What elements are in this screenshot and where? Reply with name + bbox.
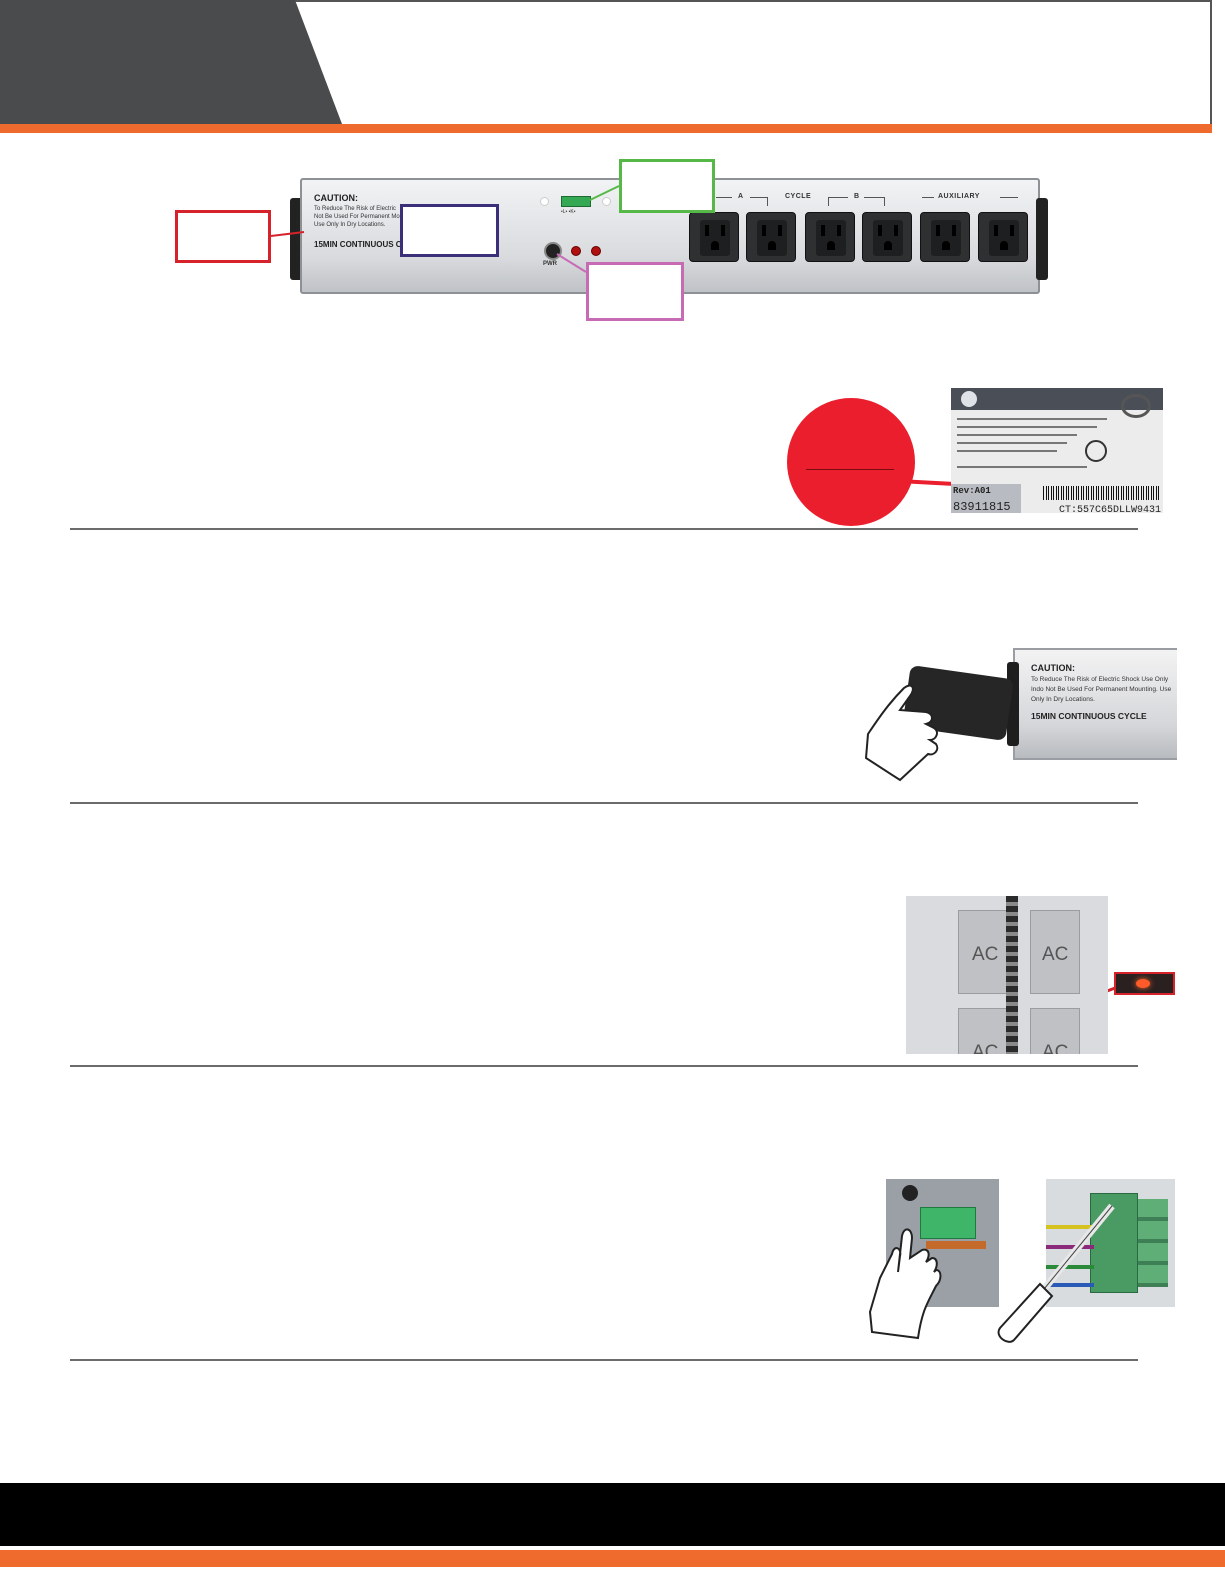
outlet-icon bbox=[978, 212, 1028, 262]
led-zoom-inset bbox=[1114, 972, 1175, 995]
wire bbox=[1046, 1225, 1094, 1229]
label-fine-print bbox=[957, 426, 1097, 428]
ce-mark-icon bbox=[1121, 394, 1151, 418]
section-divider bbox=[70, 528, 1138, 530]
callout-box-red bbox=[175, 210, 271, 263]
callout-circle-rule bbox=[806, 469, 894, 470]
callout-circle-red bbox=[787, 398, 915, 526]
label-header-band bbox=[951, 388, 1163, 410]
label-fine-print bbox=[957, 450, 1057, 452]
strip-caution-title: CAUTION: bbox=[314, 193, 358, 203]
group-aux-line bbox=[1000, 197, 1018, 198]
green-terminal bbox=[1090, 1193, 1138, 1293]
outlet-icon bbox=[689, 212, 739, 262]
mount-screw-icon bbox=[540, 197, 549, 206]
callout-box-navy bbox=[400, 204, 499, 257]
group-b-label: B bbox=[854, 193, 860, 200]
terminal-block bbox=[561, 196, 591, 207]
label-fine-print bbox=[957, 442, 1067, 444]
label-fine-print bbox=[957, 418, 1107, 420]
rack-photo: AC AC AC AC bbox=[906, 896, 1108, 1054]
rack-module bbox=[958, 910, 1008, 994]
plug-mode-label: 15MIN CONTINUOUS CYCLE bbox=[1031, 711, 1147, 721]
group-b-tick bbox=[884, 197, 885, 206]
group-b-tick bbox=[828, 197, 829, 206]
rack-ac-label: AC bbox=[1042, 944, 1069, 965]
terminal-photo-right bbox=[1046, 1179, 1175, 1307]
hand-icon bbox=[864, 684, 939, 782]
rack-ac-label: AC bbox=[1042, 1042, 1069, 1054]
section-divider bbox=[70, 1359, 1138, 1361]
rack-ac-label: AC bbox=[972, 944, 999, 965]
label-fine-print bbox=[957, 434, 1077, 436]
section-divider bbox=[70, 802, 1138, 804]
group-aux-line bbox=[922, 197, 934, 198]
indicator-led-a bbox=[571, 246, 581, 256]
plug-caution-text: To Reduce The Risk of Electric Shock Use… bbox=[1031, 676, 1172, 703]
terminal-clamps bbox=[1138, 1199, 1168, 1287]
mount-screw-icon bbox=[602, 197, 611, 206]
rack-module bbox=[1030, 910, 1080, 994]
terminal-label: •L• •K• bbox=[561, 209, 576, 215]
wire bbox=[1046, 1283, 1094, 1287]
screw-hole-icon bbox=[902, 1185, 918, 1201]
group-b-line bbox=[828, 197, 848, 198]
outlet-icon bbox=[746, 212, 796, 262]
plug-caution-title: CAUTION: bbox=[1031, 663, 1075, 673]
wire bbox=[1046, 1245, 1094, 1249]
barcode bbox=[1043, 486, 1161, 500]
lit-led-icon bbox=[1136, 979, 1150, 988]
adapter-label-photo: Rev:A01 83911815 CT:557C65DLLW9431 bbox=[951, 388, 1163, 513]
wire bbox=[926, 1241, 986, 1249]
footer-bar bbox=[0, 1483, 1225, 1546]
group-b-line bbox=[864, 197, 884, 198]
indicator-led-b bbox=[591, 246, 601, 256]
label-fine-print bbox=[957, 466, 1087, 468]
efficiency-mark-icon bbox=[1085, 440, 1107, 462]
strip-mode-label: 15MIN CONTINUOUS C bbox=[314, 240, 402, 249]
section-divider bbox=[70, 1065, 1138, 1067]
strip-caution-text: To Reduce The Risk of Electric Not Be Us… bbox=[314, 206, 400, 228]
pwr-label: PWR bbox=[543, 261, 557, 267]
header-tab bbox=[0, 0, 342, 124]
rack-rail bbox=[1006, 896, 1018, 1054]
label-rev: Rev:A01 bbox=[953, 486, 991, 496]
label-rev-panel bbox=[951, 484, 1021, 513]
rack-ac-label: AC bbox=[972, 1042, 999, 1054]
header-frame bbox=[0, 0, 1212, 124]
group-cycle-label: CYCLE bbox=[785, 193, 812, 200]
group-a-label: A bbox=[738, 193, 744, 200]
wire bbox=[1046, 1265, 1094, 1269]
strip-end-cap-right bbox=[1036, 198, 1048, 280]
label-number: 83911815 bbox=[953, 500, 1011, 513]
outlet-icon bbox=[805, 212, 855, 262]
hand-icon bbox=[868, 1228, 942, 1340]
group-a-line bbox=[716, 197, 732, 198]
power-button bbox=[544, 242, 562, 260]
footer-stripe bbox=[0, 1550, 1225, 1567]
callout-box-pink bbox=[586, 262, 684, 321]
brand-logo-icon bbox=[961, 391, 977, 407]
group-a-line bbox=[750, 197, 768, 198]
green-terminal bbox=[920, 1207, 976, 1239]
strip-end-photo bbox=[1013, 648, 1177, 760]
outlet-icon bbox=[862, 212, 912, 262]
outlet-icon bbox=[920, 212, 970, 262]
header-stripe bbox=[0, 124, 1212, 133]
screwdriver-icon bbox=[997, 1203, 1115, 1343]
group-a-tick bbox=[767, 197, 768, 206]
callout-box-green bbox=[619, 159, 715, 213]
group-aux-label: AUXILIARY bbox=[938, 193, 980, 200]
label-ct: CT:557C65DLLW9431 bbox=[1059, 505, 1162, 513]
rack-module bbox=[1030, 1008, 1080, 1054]
